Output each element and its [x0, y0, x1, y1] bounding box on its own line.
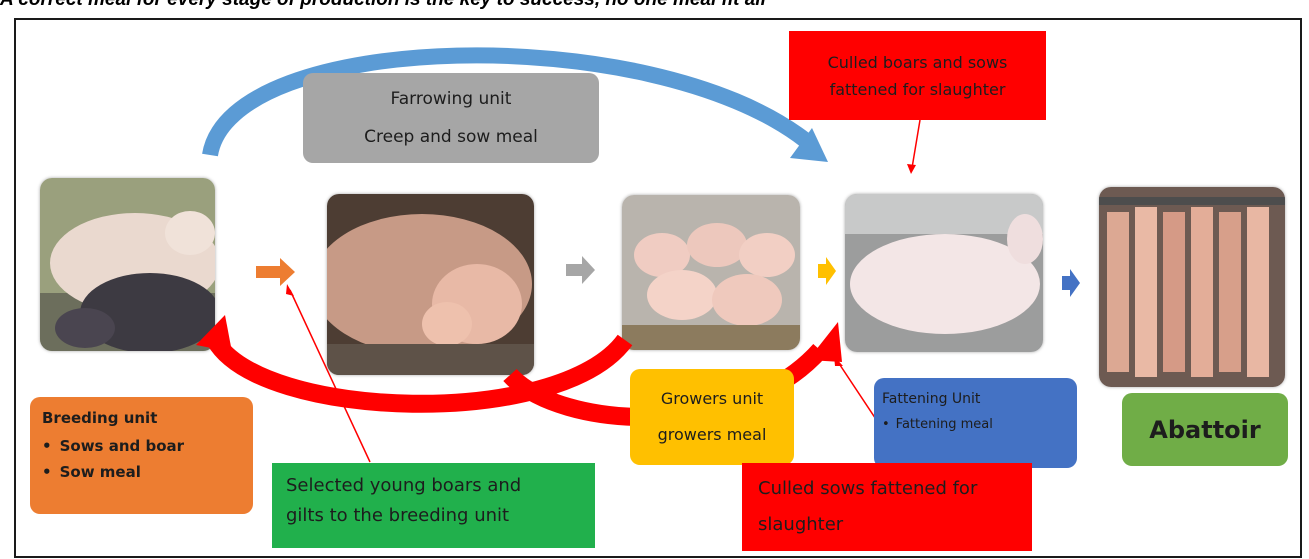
culled-sows-box: Culled sows fattened for slaughter [742, 463, 1032, 551]
cycle-arc-lower [215, 340, 625, 404]
selected-line2: gilts to the breeding unit [286, 501, 595, 531]
pointer-selected [290, 290, 370, 462]
growers-unit-meal: growers meal [658, 417, 767, 453]
cycle-arc-lower-arrowhead [196, 315, 232, 352]
fattening-unit-list: Fattening meal [882, 412, 1077, 438]
breeding-unit-box: Breeding unit Sows and boar Sow meal [30, 397, 253, 514]
selected-young-boars-box: Selected young boars and gilts to the br… [272, 463, 595, 548]
breeding-unit-item: Sows and boar [42, 437, 253, 455]
arrow-growers-to-fattening [818, 257, 836, 285]
fattening-unit-box: Fattening Unit Fattening meal [874, 378, 1077, 468]
culled-boars-line1: Culled boars and sows [828, 49, 1008, 76]
farrowing-unit-box: Farrowing unit Creep and sow meal [303, 73, 599, 163]
arrow-farrowing-to-growers [566, 256, 595, 284]
cycle-arc-upper-arrowhead [808, 322, 842, 362]
fattening-unit-title: Fattening Unit [882, 386, 1077, 412]
farrowing-unit-title: Farrowing unit [391, 80, 512, 118]
abattoir-label: Abattoir [1149, 416, 1260, 444]
culled-sows-line2: slaughter [758, 507, 1032, 543]
abattoir-box: Abattoir [1122, 393, 1288, 466]
breeding-unit-title: Breeding unit [42, 409, 253, 427]
breeding-unit-item: Sow meal [42, 463, 253, 481]
farrowing-unit-meal: Creep and sow meal [364, 118, 538, 156]
arrow-fattening-to-abattoir [1062, 269, 1080, 297]
fattening-unit-item: Fattening meal [882, 412, 1077, 438]
growers-unit-title: Growers unit [661, 381, 763, 417]
culled-boars-line2: fattened for slaughter [830, 76, 1006, 103]
growers-unit-box: Growers unit growers meal [630, 369, 794, 465]
selected-line1: Selected young boars and [286, 471, 595, 501]
culled-boars-sows-box: Culled boars and sows fattened for slaug… [789, 31, 1046, 120]
breeding-unit-list: Sows and boar Sow meal [42, 437, 253, 481]
arrow-breeding-to-farrowing [256, 258, 295, 286]
pointer-culled-top [912, 120, 920, 168]
culled-sows-line1: Culled sows fattened for [758, 471, 1032, 507]
